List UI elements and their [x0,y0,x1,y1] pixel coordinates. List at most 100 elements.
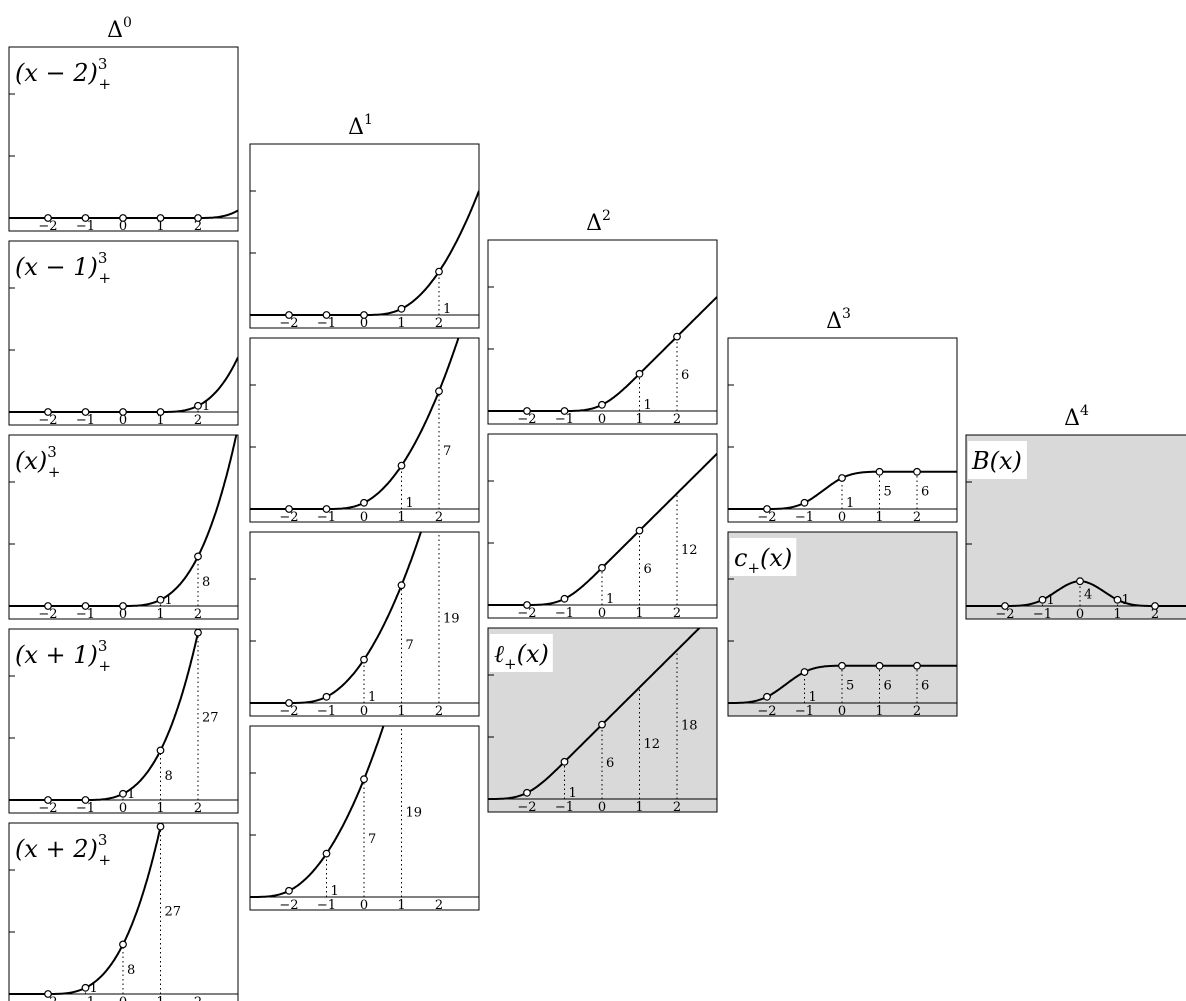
knot-marker [44,990,52,998]
x-tick-label: 1 [397,316,405,331]
knot-marker [397,581,406,590]
label-background [730,538,797,576]
panel-frame [487,239,718,425]
knot-marker [119,789,127,798]
value-label: 19 [406,806,423,821]
x-tick-label: −2 [517,800,536,815]
x-tick-label: 2 [435,510,443,525]
column-header-delta-4: Δ4 [1064,403,1089,431]
x-tick-label: 1 [635,412,643,427]
x-tick-label: 2 [194,413,202,428]
x-tick-label: 0 [360,316,368,331]
value-label: 1 [846,496,854,511]
column-header-delta-2: Δ2 [586,208,611,236]
x-tick-label: −1 [317,898,336,913]
value-label: 1 [1122,593,1130,608]
x-tick-label: −1 [76,995,95,1001]
x-tick-label: −2 [757,510,776,525]
knot-marker [322,311,331,319]
value-label: 12 [681,543,698,558]
column-header-delta-3: Δ3 [826,306,851,334]
knot-marker [435,267,443,276]
value-label: 1 [368,690,376,705]
x-tick-label: −2 [279,898,298,913]
x-tick-label: 0 [119,995,127,1001]
knot-marker [523,788,531,797]
x-tick-label: 2 [435,316,443,331]
x-tick-label: 2 [1151,607,1159,622]
x-tick-label: 0 [838,704,846,719]
x-tick-label: −1 [555,800,574,815]
knot-marker [598,563,606,572]
panel-frame [249,337,480,523]
panel-label: ℓ+(x) [494,640,549,673]
panel-label: (x + 2)3+ [15,831,111,869]
value-label: 12 [644,737,661,752]
value-label: 1 [1047,593,1055,608]
x-tick-label: 2 [194,801,202,816]
x-tick-label: −2 [517,412,536,427]
x-tick-label: 1 [1113,607,1121,622]
x-tick-label: −1 [317,704,336,719]
value-label: 8 [202,575,210,590]
value-label: 6 [921,484,929,499]
x-tick-label: −2 [38,413,57,428]
panel-label: (x − 2)3+ [15,55,111,93]
value-label: 5 [846,678,854,693]
panel-frame [487,433,718,619]
panel-frame [8,628,239,814]
x-tick-label: 1 [397,898,405,913]
knot-marker [360,311,368,319]
knot-marker [523,407,531,415]
x-tick-label: −1 [795,510,814,525]
knot-marker [360,498,368,507]
value-label: 7 [443,444,451,459]
x-tick-label: −2 [38,219,57,234]
x-tick-label: −1 [317,510,336,525]
panel-frame [8,46,239,232]
knot-marker [560,594,569,603]
x-tick-label: −1 [555,606,574,621]
x-tick-label: −1 [76,413,95,428]
knot-marker [119,940,127,949]
knot-marker [285,699,293,707]
knot-marker [156,214,165,222]
x-tick-label: 1 [875,510,883,525]
value-label: 1 [90,981,98,996]
panel-label: (x + 1)3+ [15,637,111,675]
knot-marker [194,552,202,561]
knot-marker [81,796,90,804]
x-tick-label: −1 [76,607,95,622]
knot-marker [194,214,202,222]
knot-marker [598,400,606,409]
knot-marker [81,602,90,610]
knot-marker [1151,602,1159,610]
value-label: 1 [406,496,414,511]
knot-marker [156,595,165,604]
knot-marker [1001,602,1009,610]
knot-marker [913,661,921,670]
value-label: 1 [331,884,339,899]
value-label: 18 [681,719,698,734]
panel-frame [249,725,480,911]
knot-marker [560,757,569,766]
knot-marker [285,311,293,319]
x-tick-label: −2 [38,607,57,622]
value-label: 5 [884,484,892,499]
panel-label: (x − 1)3+ [15,249,111,287]
label-background [968,441,1027,479]
x-tick-label: −2 [995,607,1014,622]
x-tick-label: −2 [38,995,57,1001]
panel-frame [8,240,239,426]
value-label: 19 [443,612,460,627]
knot-marker [360,655,368,664]
knot-marker [81,214,90,222]
knot-marker [435,387,443,396]
